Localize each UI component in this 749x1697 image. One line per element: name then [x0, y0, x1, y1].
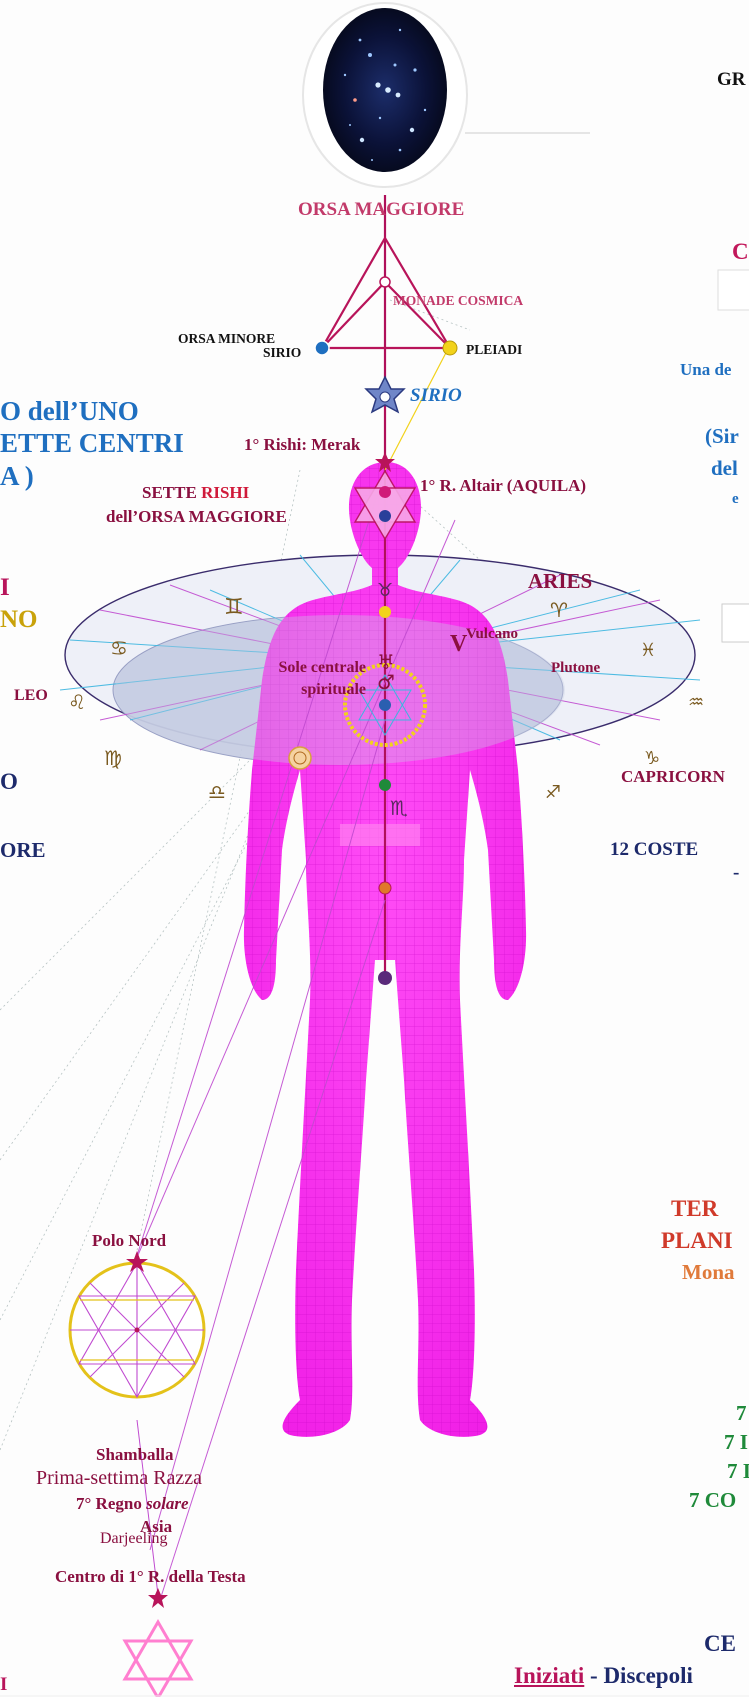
- right-box-2: [722, 604, 749, 642]
- ter-label: TER: [671, 1197, 718, 1220]
- plan-label: PLANI: [661, 1229, 733, 1252]
- gemini-glyph-icon: ♊: [224, 597, 244, 619]
- mandala-icon: [289, 747, 311, 769]
- pisces-glyph-icon: ♓: [640, 642, 656, 660]
- aries-glyph-icon: ♈: [550, 600, 568, 620]
- sole-line-2: spirituale: [246, 682, 366, 698]
- right-c-label: C: [732, 240, 749, 263]
- seven-3-label: 7 I: [727, 1461, 749, 1482]
- aquarius-glyph-icon: ♒: [688, 694, 704, 712]
- coste-dash-label: -: [733, 863, 739, 882]
- testa-hexagram-icon: [125, 1622, 191, 1697]
- left-no-label: NO: [0, 607, 38, 632]
- leo-label: LEO: [14, 688, 48, 704]
- centro-testa-label: Centro di 1° R. della Testa: [55, 1568, 246, 1585]
- coste-label: 12 COSTE: [610, 840, 698, 859]
- vulcano-label: Vulcano: [466, 627, 518, 642]
- sirio-small-label: SIRIO: [263, 346, 301, 360]
- pleiadi-point: [443, 341, 457, 355]
- sole-line-1: Sole centrale: [246, 660, 366, 676]
- del-label: del: [711, 458, 738, 479]
- seven-4-label: 7 CO: [689, 1490, 736, 1511]
- uno-label: O dell’UNO: [0, 398, 139, 425]
- sette-centri-label: ETTE CENTRI: [0, 430, 184, 457]
- a-paren-label: A ): [0, 463, 34, 490]
- e-label: e: [732, 492, 739, 507]
- polo-nord-label: Polo Nord: [92, 1232, 166, 1249]
- aries-label: ARIES: [528, 571, 592, 592]
- left-i-label: I: [0, 575, 10, 600]
- capricorn-label: CAPRICORN: [621, 768, 725, 785]
- sir-label: (Sir: [705, 426, 739, 447]
- orion-starfield-image: [323, 8, 447, 172]
- vulcano-glyph-icon: V: [450, 632, 467, 656]
- regno-label: 7° Regno solare: [76, 1495, 189, 1512]
- cancer-glyph-icon: ♋: [110, 638, 128, 658]
- darjeeling-label: Darjeeling: [100, 1531, 168, 1547]
- leo-glyph-icon: ♌: [68, 692, 86, 712]
- sagittarius-glyph-icon: ♐: [545, 784, 561, 802]
- iniziati-label: Iniziati - Discepoli: [514, 1664, 693, 1687]
- ce-label: CE: [704, 1632, 736, 1655]
- pleiadi-label: PLEIADI: [466, 343, 522, 357]
- monade-cosmica-label: MONADE COSMICA: [393, 294, 523, 308]
- merak-label: 1° Rishi: Merak: [244, 436, 360, 453]
- mona-label: Mona: [682, 1262, 735, 1283]
- capricorn-glyph-icon: ♑: [644, 750, 660, 768]
- shamballa-label: Shamballa: [96, 1446, 173, 1463]
- taurus-glyph-icon: ♉: [377, 582, 393, 600]
- sette-label: SETTE RISHI: [142, 484, 249, 501]
- uranus-glyph-icon: ♅: [377, 652, 395, 672]
- virgo-glyph-icon: ♍: [104, 748, 122, 768]
- una-de-label: Una de: [680, 361, 731, 378]
- left-bottom-i-label: I: [0, 1675, 7, 1694]
- scorpio-glyph-icon: ♏: [390, 798, 408, 818]
- prima-label: Prima-settima Razza: [36, 1468, 202, 1488]
- orsa-maggiore-label: ORSA MAGGIORE: [298, 200, 464, 219]
- orsa-minore-label: ORSA MINORE: [178, 332, 275, 346]
- seven-1-label: 7: [736, 1403, 747, 1424]
- libra-glyph-icon: ♎: [208, 782, 226, 802]
- gr-cut-label: GR: [717, 70, 746, 89]
- left-ore-label: ORE: [0, 840, 46, 861]
- left-o-label: O: [0, 770, 18, 793]
- testa-star-icon: [148, 1588, 168, 1608]
- plutone-label: Plutone: [551, 661, 600, 676]
- seven-2-label: 7 I: [724, 1432, 748, 1453]
- north-pole-star-circle: [70, 1263, 204, 1397]
- orsa-minore-point: [315, 341, 329, 355]
- orsa-rishi-label: dell’ORSA MAGGIORE: [106, 508, 287, 525]
- altair-label: 1° R. Altair (AQUILA): [420, 477, 586, 494]
- sirio-star-label: SIRIO: [410, 386, 462, 405]
- monade-point: [380, 277, 390, 287]
- right-box-1: [718, 270, 749, 310]
- mars-glyph-icon: ♂: [377, 672, 395, 692]
